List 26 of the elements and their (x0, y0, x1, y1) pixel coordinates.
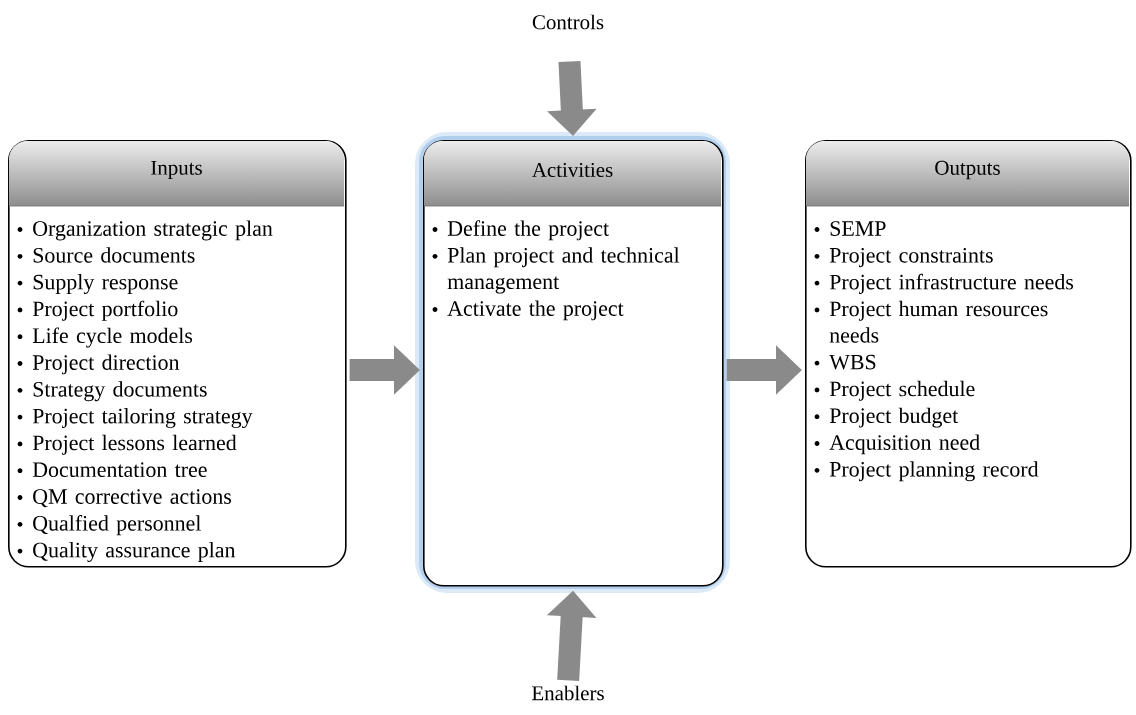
list-item: SEMP (814, 221, 886, 236)
list-item: Quality assurance plan (17, 542, 236, 562)
list-item: Project direction (17, 354, 180, 375)
list-item: Project constraints (814, 247, 993, 268)
box-heading: Inputs (151, 160, 202, 180)
list-item: Life cycle models (17, 327, 193, 348)
flow-label: Enablers (532, 685, 604, 701)
list-item: Project portfolio (17, 300, 178, 321)
box-heading: Outputs (935, 160, 1000, 180)
list-item: Source documents (17, 247, 195, 263)
list-item: Qualfied personnel (17, 515, 201, 536)
list-item: WBS (814, 354, 876, 370)
flow-label: Controls (532, 14, 604, 30)
list-item: Acquisition need (814, 434, 980, 455)
list-item: Supply response (17, 274, 178, 294)
list-item: Project lessons learned (17, 434, 237, 455)
list-item: Project planning record (814, 461, 1039, 482)
list-item: Strategy documents (17, 381, 207, 402)
list-item: Documentation tree (17, 462, 207, 478)
list-item: Organization strategic plan (17, 220, 273, 241)
list-item: Project budget (814, 407, 959, 428)
list-item: Project schedule (814, 380, 975, 401)
list-item: Project human resources needs (814, 300, 1048, 343)
list-item: Project tailoring strategy (17, 408, 253, 428)
list-item: Project infrastructure needs (814, 273, 1074, 294)
list-item: QM corrective actions (17, 489, 232, 508)
